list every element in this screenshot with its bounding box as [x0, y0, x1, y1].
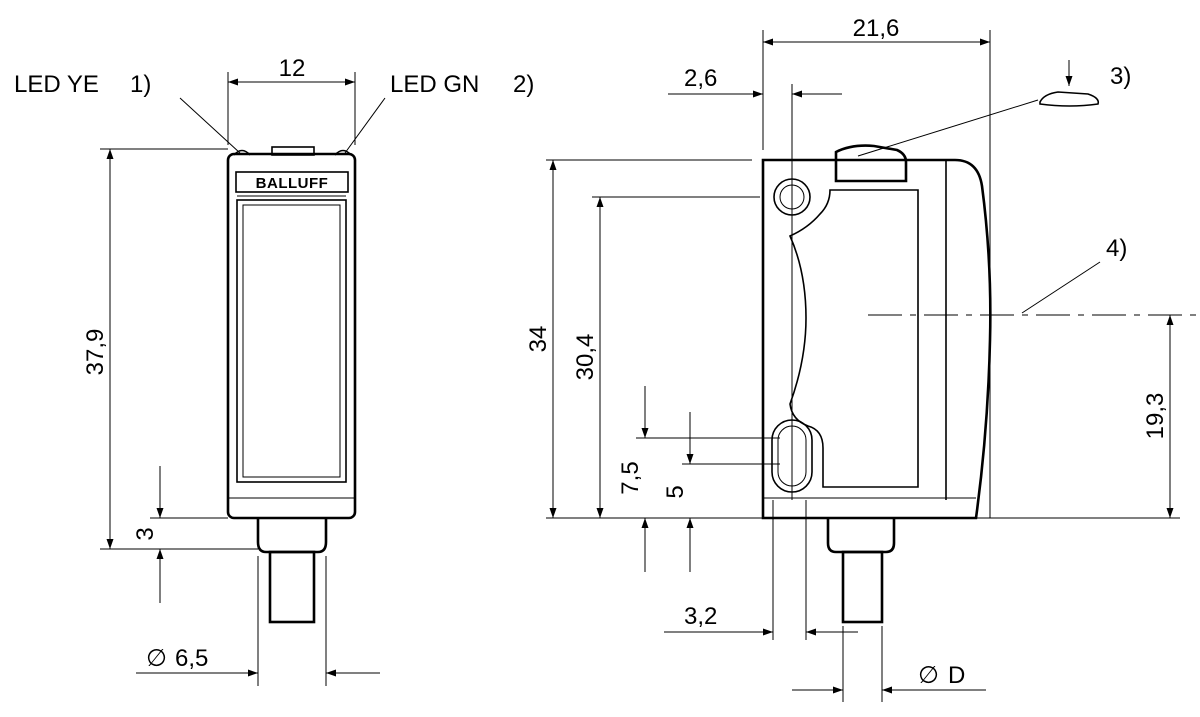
- led-gn-note: 2): [513, 71, 534, 98]
- front-view: BALLUFF: [100, 72, 386, 686]
- dim-side-hole-offset: 2,6: [684, 65, 717, 92]
- dim-front-width: 12: [279, 55, 306, 82]
- dim-front-offset: 3: [132, 527, 159, 540]
- brand-logo: BALLUFF: [256, 175, 329, 192]
- dim-front-height: 37,9: [82, 329, 109, 376]
- dim-side-diameter: D: [948, 662, 965, 689]
- dim-side-slot-7-5: 7,5: [617, 461, 644, 494]
- led-gn-label: LED GN: [390, 71, 479, 98]
- front-top-button: [271, 146, 315, 156]
- front-housing: [226, 152, 357, 520]
- side-top-button: [834, 144, 908, 183]
- note-4-label: 4): [1106, 235, 1127, 262]
- led-gn-icon: [334, 149, 352, 156]
- diameter-symbol-front: ∅: [146, 645, 167, 672]
- side-cable: [841, 550, 884, 624]
- side-cable-gland: [826, 518, 896, 554]
- dim-side-width: 21,6: [853, 15, 900, 42]
- dim-side-slot-5: 5: [662, 485, 689, 498]
- front-window: [236, 199, 347, 483]
- led-ye-note: 1): [130, 71, 151, 98]
- dim-side-hole-spacing: 30,4: [572, 334, 599, 381]
- led-ye-label: LED YE: [14, 71, 99, 98]
- diameter-symbol-side: ∅: [918, 662, 939, 689]
- button-detail-icon: [1039, 91, 1100, 107]
- note-3-label: 3): [1110, 63, 1131, 90]
- side-inner-window: [788, 189, 919, 488]
- dim-cable-diameter: 6,5: [175, 645, 208, 672]
- front-cable-gland: [256, 518, 328, 554]
- dim-side-height: 34: [525, 326, 552, 353]
- dim-side-axis-height: 19,3: [1142, 393, 1169, 440]
- led-ye-icon: [233, 149, 251, 156]
- side-view: [546, 30, 1200, 702]
- front-cable: [268, 550, 316, 624]
- dim-side-hole-x: 3,2: [684, 603, 717, 630]
